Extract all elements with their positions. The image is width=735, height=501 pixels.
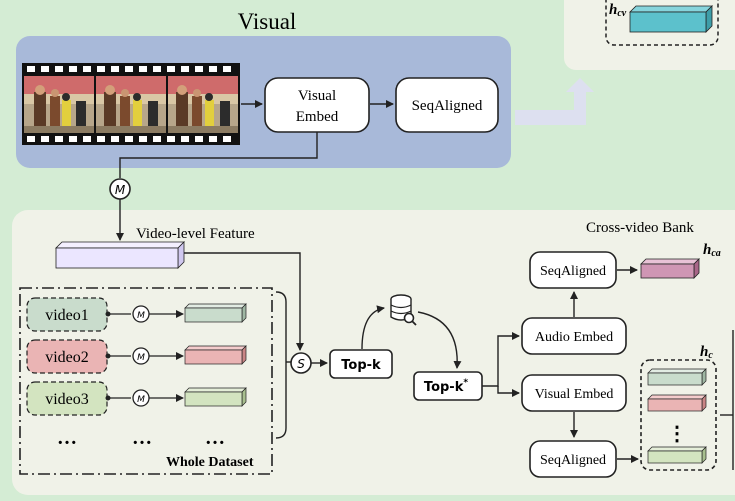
database-search-icon	[390, 294, 417, 326]
merge-symbol-top: M	[109, 178, 131, 200]
arrow-feature-to-select	[184, 252, 304, 351]
hc-container	[640, 359, 717, 471]
visual-seqaligned-box: SeqAligned	[395, 77, 499, 133]
svg-text:SeqAligned: SeqAligned	[412, 98, 483, 114]
svg-text:video2: video2	[45, 349, 89, 366]
svg-text:Top-k: Top-k	[341, 358, 381, 373]
video1-row: video1 M	[26, 297, 247, 332]
visual-title: Visual	[238, 9, 297, 34]
video2-feature	[184, 349, 243, 365]
ellipsis-features: …	[205, 427, 225, 449]
svg-text:M: M	[137, 311, 145, 321]
cross-visual-seqaligned-box: SeqAligned	[529, 440, 617, 478]
flow-arrow-up	[515, 78, 594, 125]
select-symbol: S	[290, 352, 312, 374]
film-sprocket-holes-bottom	[27, 136, 231, 142]
hc-label: hc	[700, 344, 713, 361]
hca-label: hca	[703, 242, 721, 259]
whole-dataset-label: Whole Dataset	[166, 455, 254, 470]
video-level-feature-bar	[55, 241, 185, 269]
dataset-bracket	[275, 291, 287, 439]
audio-seqaligned-box: SeqAligned	[529, 251, 617, 289]
arrow-to-audio-embed	[482, 332, 520, 387]
svg-text:video3: video3	[45, 391, 89, 408]
hca-feature-bar	[640, 258, 700, 279]
whole-dataset-box	[19, 287, 273, 475]
hcv-label: hcv	[609, 2, 627, 19]
hc-feature-3	[647, 446, 707, 464]
svg-text:M: M	[137, 395, 145, 405]
video-film-strip	[22, 63, 240, 145]
svg-text:Top-k*: Top-k*	[424, 378, 468, 395]
film-frame-2	[96, 76, 166, 133]
visual-embed-box: Visual Embed	[264, 77, 370, 133]
video1-feature	[184, 307, 243, 323]
svg-text:video1: video1	[45, 307, 89, 324]
video2-row: video2 M	[26, 339, 247, 374]
hc-feature-2	[647, 394, 707, 412]
video3-feature	[184, 391, 243, 407]
svg-text:SeqAligned: SeqAligned	[540, 453, 606, 468]
topk-star-box: Top-k*	[413, 371, 483, 401]
ellipsis-merge: …	[132, 427, 152, 449]
svg-text:Audio Embed: Audio Embed	[535, 330, 613, 345]
film-frame-1	[24, 76, 94, 133]
line-embed-to-merge	[119, 132, 318, 178]
svg-text:Visual: Visual	[298, 88, 336, 104]
arrow-topk-to-database	[361, 305, 385, 350]
cross-video-output-panel: hcv	[564, 0, 735, 70]
svg-text:S: S	[297, 357, 305, 371]
topk-box: Top-k	[329, 349, 393, 379]
svg-text:Visual Embed: Visual Embed	[535, 387, 614, 402]
svg-text:M: M	[115, 183, 126, 197]
film-frame-3	[168, 76, 238, 133]
svg-text:SeqAligned: SeqAligned	[540, 264, 606, 279]
audio-embed-box: Audio Embed	[521, 317, 627, 355]
film-sprocket-holes-top	[27, 66, 231, 72]
hc-feature-1	[647, 368, 707, 386]
arrow-to-visual-embed	[497, 386, 520, 397]
svg-text:Embed: Embed	[296, 109, 339, 125]
video-level-feature-label: Video-level Feature	[136, 226, 255, 242]
cross-visual-embed-box: Visual Embed	[521, 374, 627, 412]
cross-video-bank-title: Cross-video Bank	[586, 220, 694, 236]
arrow-database-to-topk-star	[417, 311, 462, 369]
video3-row: video3 M	[26, 381, 247, 416]
hc-vertical-ellipsis: ⋮	[667, 423, 687, 445]
svg-text:M: M	[137, 353, 145, 363]
ellipsis-videos: …	[57, 427, 77, 449]
